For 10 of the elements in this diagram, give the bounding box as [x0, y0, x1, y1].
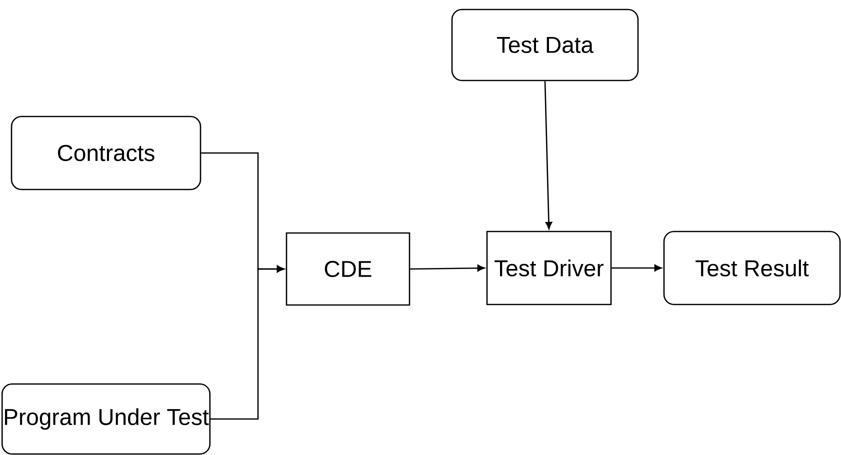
- rounded-box: Test Data: [451, 8, 639, 82]
- rounded-box: Contracts: [10, 116, 202, 190]
- arrow: [612, 264, 662, 272]
- arrow: [410, 264, 485, 272]
- arrow: [210, 266, 284, 420]
- rounded-box: Program Under Test: [1, 383, 211, 455]
- process-box: Test Driver: [486, 230, 612, 306]
- rounded-box: Test Result: [663, 230, 841, 306]
- arrow: [544, 81, 552, 230]
- process-box: CDE: [286, 232, 410, 306]
